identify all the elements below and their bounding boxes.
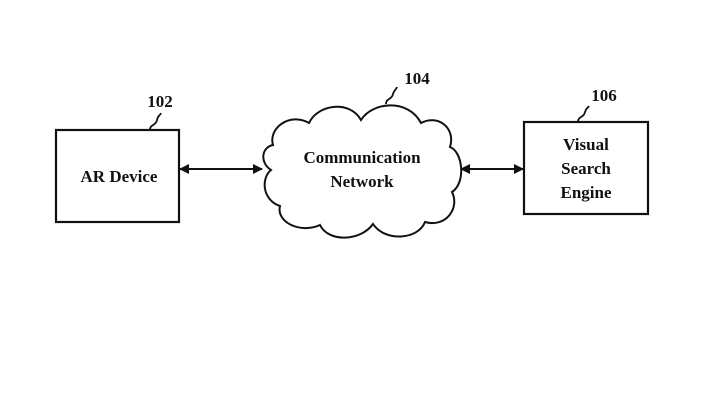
ref-leader-102: [149, 112, 162, 131]
network-label-line-1: Communication: [303, 148, 421, 167]
vse-label-line-1: Visual: [563, 135, 609, 154]
communication-network-node: Communication Network 104: [262, 69, 463, 239]
ar-device-box: [54, 128, 181, 224]
visual-search-engine-box: [522, 120, 650, 216]
network-label-line-2: Network: [330, 172, 394, 191]
vse-label-line-3: Engine: [560, 183, 611, 202]
cloud-shape: [262, 104, 463, 239]
ref-leader-106: [577, 105, 590, 123]
visual-search-engine-node: Visual Search Engine 106: [522, 86, 650, 216]
ref-label-102: 102: [147, 92, 173, 111]
ar-device-node: AR Device 102: [54, 92, 181, 224]
ref-leader-104: [385, 86, 398, 105]
ar-device-label: AR Device: [81, 167, 158, 186]
vse-label-line-2: Search: [561, 159, 611, 178]
ref-label-106: 106: [591, 86, 617, 105]
ref-label-104: 104: [404, 69, 430, 88]
